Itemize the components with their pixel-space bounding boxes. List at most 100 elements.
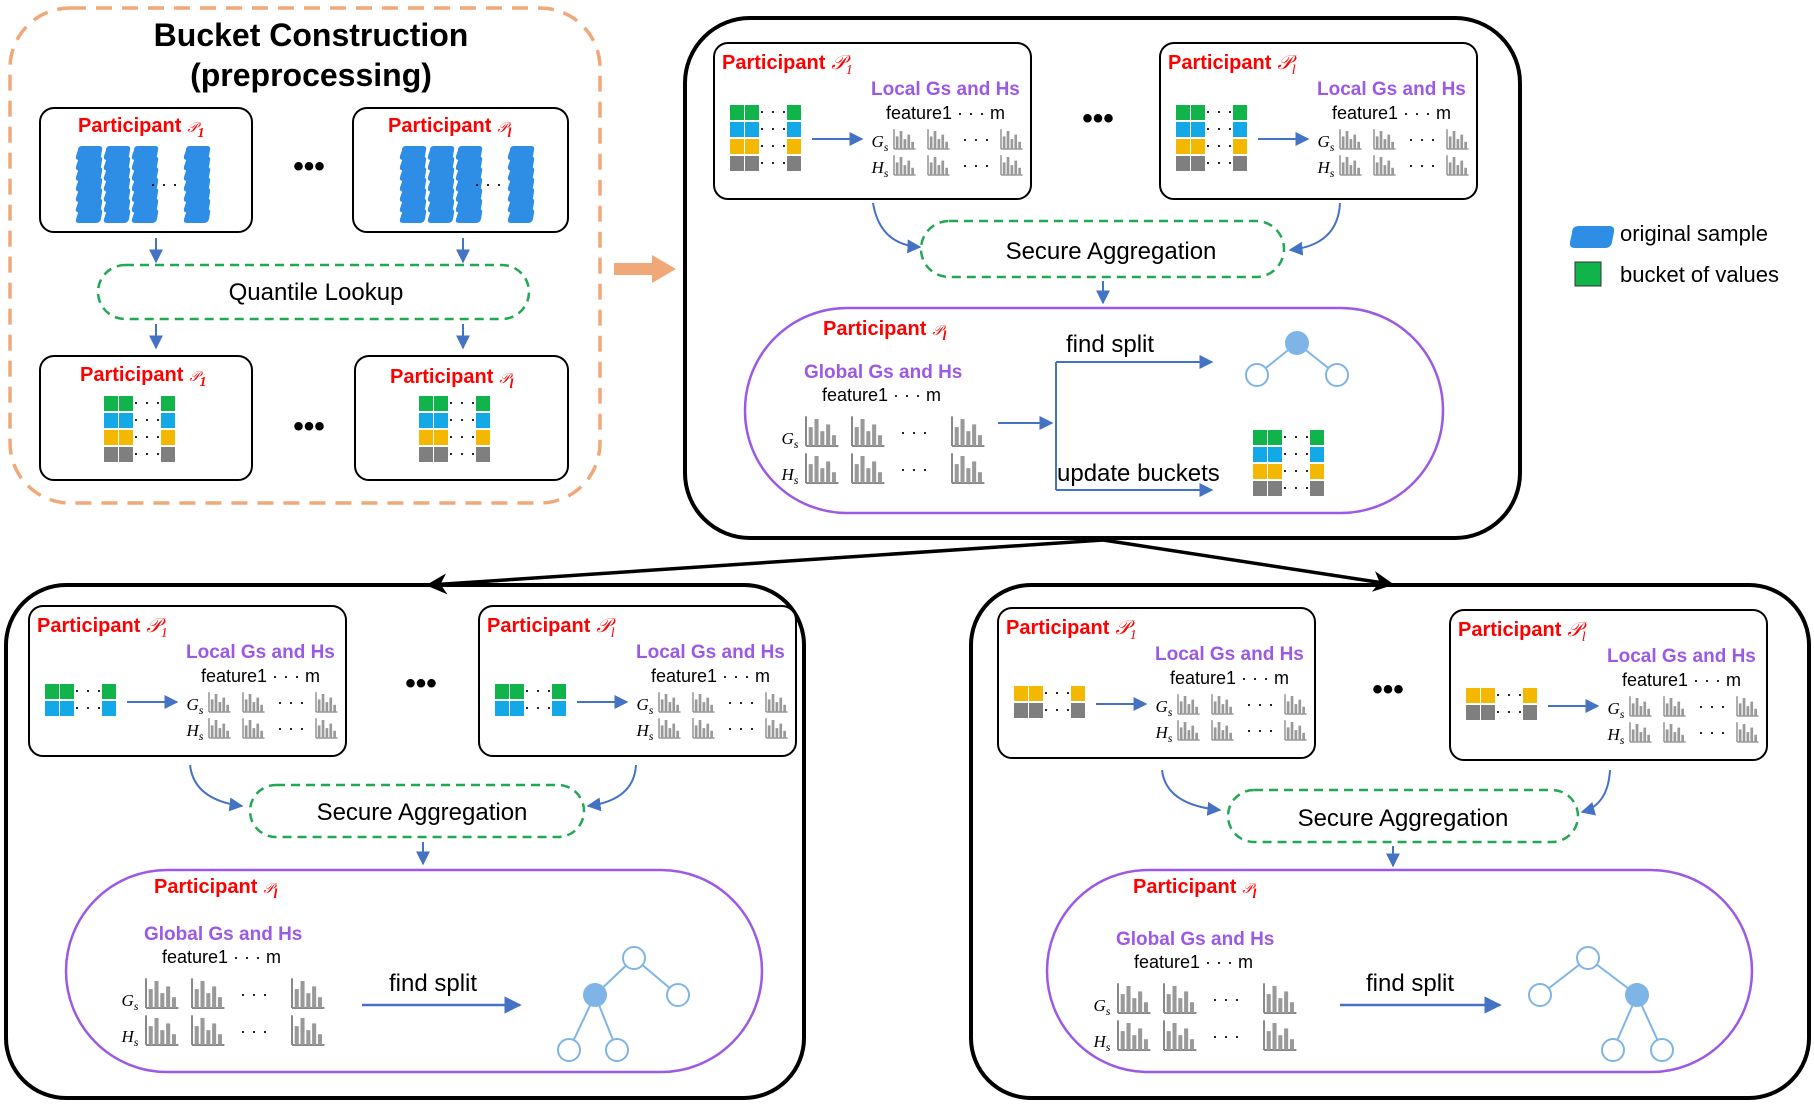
histogram-bar — [1391, 141, 1394, 149]
small-dots: · · · — [474, 174, 502, 194]
small-dots: · · · — [1205, 135, 1233, 155]
histogram-bar — [1143, 1002, 1148, 1013]
histogram-bar — [1189, 1002, 1194, 1013]
histogram-bar — [1298, 725, 1302, 740]
gh-axis-label: Gs — [187, 695, 204, 717]
small-dots: · · · — [1282, 460, 1310, 480]
global-gh-label: Global Gs and Hs — [144, 924, 302, 945]
histogram-bar — [1213, 727, 1217, 740]
histogram-bar — [1278, 1035, 1283, 1050]
histogram-bar — [329, 723, 333, 738]
histogram-bar — [1178, 1035, 1183, 1050]
small-dots: · · · — [74, 697, 102, 717]
histogram-bar — [1018, 141, 1021, 149]
bucket-cell — [419, 430, 433, 445]
histogram-bar — [767, 725, 771, 738]
bucket-construction-title: Bucket Construction — [154, 17, 469, 53]
histogram-bar — [668, 702, 672, 712]
histogram-bar — [1353, 160, 1357, 175]
gh-axis-label: Gs — [1094, 996, 1111, 1018]
bucket-cell — [787, 122, 801, 137]
histogram-bar — [854, 464, 859, 483]
local-gh-label: Local Gs and Hs — [186, 642, 335, 663]
histogram-bar — [1681, 708, 1684, 716]
histogram-bar — [1379, 157, 1383, 175]
find-split-label: find split — [1366, 970, 1454, 997]
small-dots: · · · — [1282, 477, 1310, 497]
histogram-bar — [860, 456, 865, 483]
histogram-bar — [166, 1023, 171, 1045]
histogram-bar — [306, 993, 311, 1008]
bucket-cell — [495, 684, 509, 699]
small-dots: · · · — [1205, 101, 1233, 121]
histogram-bar — [972, 424, 977, 446]
small-dots: · · · — [1408, 129, 1436, 149]
histogram-bar — [1345, 131, 1349, 149]
histogram-bar — [1191, 725, 1195, 740]
bucket-cell — [45, 684, 59, 699]
ellipsis: ••• — [1372, 673, 1404, 706]
small-dots: · · · — [1043, 699, 1071, 719]
bucket-cell — [730, 156, 744, 171]
histogram-bar — [826, 424, 831, 446]
histogram-bar — [1387, 134, 1391, 149]
local-gh-label: Local Gs and Hs — [871, 79, 1020, 100]
histogram-bar — [1138, 991, 1143, 1013]
histogram-bar — [1294, 730, 1298, 740]
secure-aggregation-label: Secure Aggregation — [1006, 238, 1217, 265]
histogram-bar — [672, 723, 676, 738]
gh-axis-label: Gs — [1608, 699, 1625, 721]
histogram-bar — [1742, 724, 1746, 742]
bucket-cell — [745, 122, 759, 137]
sample-glyph — [103, 209, 131, 223]
feature-header: feature1 · · · m — [1622, 670, 1741, 690]
histogram-bar — [1014, 134, 1018, 149]
tree-node — [605, 1038, 629, 1062]
bucket-cell — [434, 396, 448, 411]
small-dots: · · · — [277, 718, 305, 738]
histogram-bar — [212, 1023, 217, 1045]
bucket-cell — [730, 139, 744, 154]
histogram-bar — [1010, 139, 1014, 149]
bucket-cell — [119, 447, 133, 462]
histogram-bar — [325, 728, 329, 738]
histogram-bar — [960, 456, 965, 483]
histogram-bar — [1456, 165, 1460, 175]
histogram-bar — [148, 1026, 153, 1045]
secure-aggregation-box — [1226, 788, 1580, 844]
histogram-bar — [972, 461, 977, 483]
bucket-cell — [1523, 705, 1537, 720]
small-dots: · · · — [524, 697, 552, 717]
histogram-bar — [1225, 699, 1229, 714]
histogram-bar — [977, 472, 982, 483]
histogram-bar — [702, 702, 706, 712]
histogram-bar — [212, 986, 217, 1008]
bucket-cell — [161, 430, 175, 445]
gh-axis-label: Gs — [122, 991, 139, 1013]
histogram-bar — [676, 730, 679, 738]
small-dots: · · · — [962, 155, 990, 175]
bucket-cell — [510, 684, 524, 699]
histogram-bar — [1302, 732, 1305, 740]
histogram-bar — [933, 157, 937, 175]
histogram-bar — [1460, 160, 1464, 175]
ellipsis: ••• — [1082, 102, 1114, 135]
histogram-bar — [1673, 706, 1677, 716]
histogram-bar — [1120, 994, 1125, 1013]
histogram-bar — [775, 702, 779, 712]
bucket-cell — [787, 139, 801, 154]
small-dots: · · · — [900, 459, 928, 479]
histogram-bar — [1138, 1028, 1143, 1050]
histogram-bar — [294, 989, 299, 1008]
bucket-cell — [1233, 105, 1247, 120]
gh-axis-label: Hs — [1317, 158, 1335, 180]
local-gh-label: Local Gs and Hs — [1607, 646, 1756, 667]
